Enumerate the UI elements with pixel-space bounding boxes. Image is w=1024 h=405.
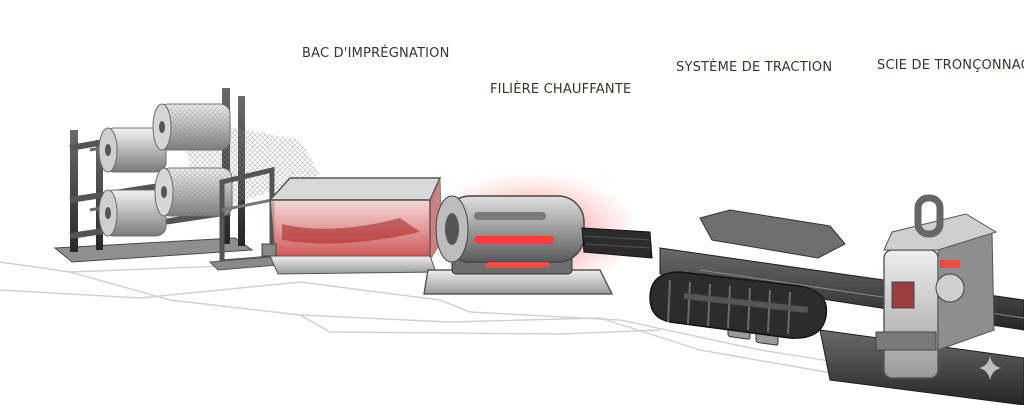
label-impregnation-tank: BAC D'IMPRÉGNATION [302, 46, 450, 61]
sparkle-icon [979, 356, 1001, 380]
impregnation-tank [261, 177, 443, 275]
cutoff-saw [819, 194, 1024, 405]
creel-stand [53, 88, 320, 263]
fiber-roll [98, 189, 167, 237]
fiber-roll [98, 127, 167, 173]
fiber-roll [152, 103, 231, 151]
label-heated-die: FILIÈRE CHAUFFANTE [490, 82, 632, 97]
heated-die [420, 172, 653, 295]
floor-lines [0, 261, 1001, 389]
label-cutoff-saw: SCIE DE TRONÇONNAGE [877, 58, 1024, 73]
label-traction-system: SYSTÈME DE TRACTION [676, 60, 833, 75]
fiber-roll [154, 167, 233, 217]
